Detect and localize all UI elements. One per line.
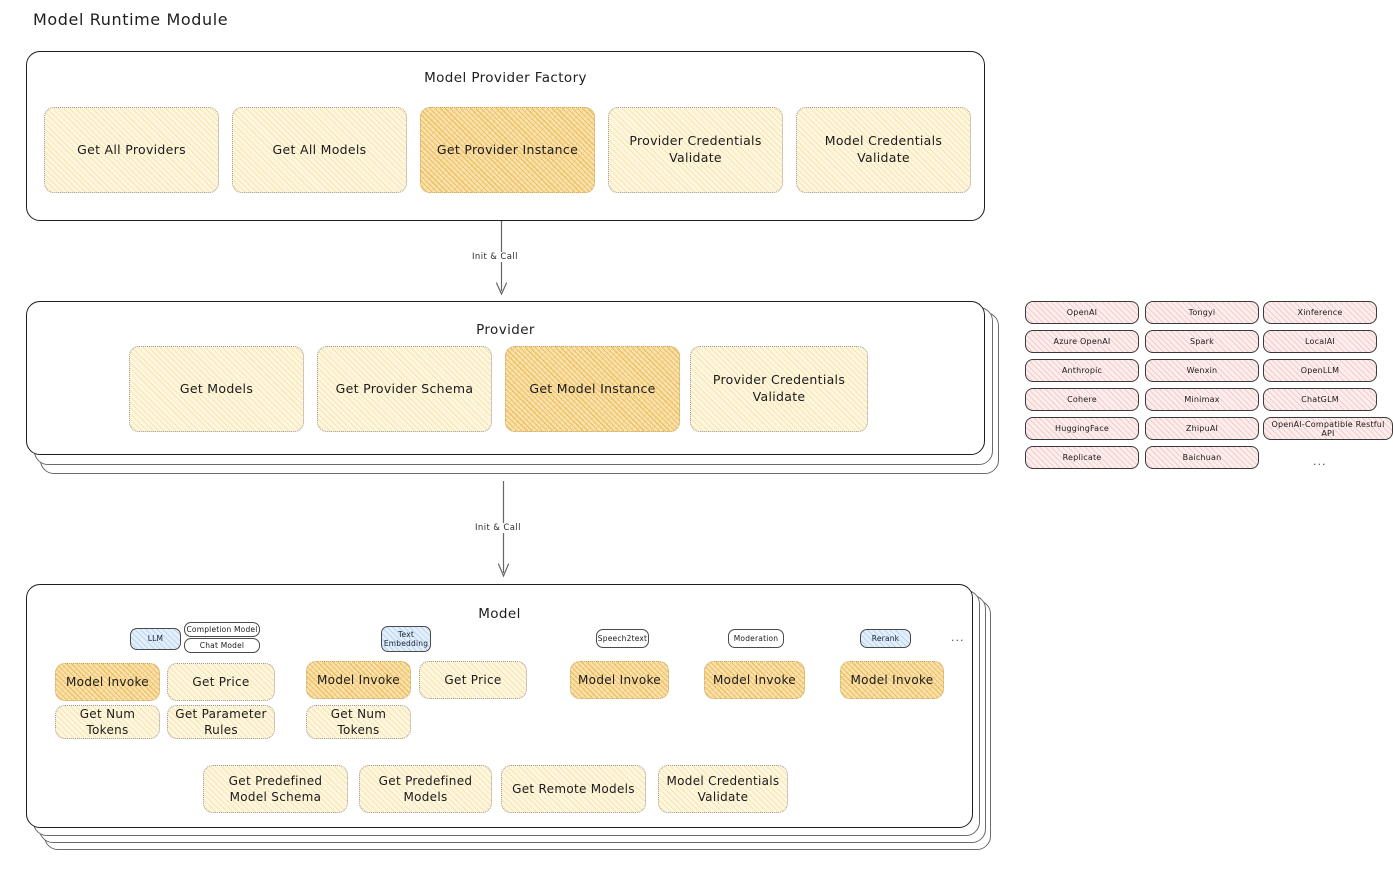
factory-card-provider-credentials-validate[interactable]: Provider Credentials Validate [608,107,783,193]
provider-chip-openllm[interactable]: OpenLLM [1263,359,1377,382]
model-text-embedding-card-get-price[interactable]: Get Price [419,661,527,699]
factory-card-get-all-models[interactable]: Get All Models [232,107,407,193]
model-llm-card-model-invoke[interactable]: Model Invoke [55,663,160,701]
provider-chip-wenxin[interactable]: Wenxin [1145,359,1259,382]
model-text-embedding-card-get-num-tokens[interactable]: Get Num Tokens [306,705,411,739]
model-type-chip-rerank[interactable]: Rerank [860,629,911,648]
provider-chip-openai-compatible-restful-api[interactable]: OpenAI-Compatible Restful API [1263,417,1393,440]
factory-card-get-all-providers[interactable]: Get All Providers [44,107,219,193]
provider-card-get-models[interactable]: Get Models [129,346,304,432]
model-title: Model [478,606,521,622]
model-shared-card-get-remote-models[interactable]: Get Remote Models [501,765,646,813]
model-shared-card-get-predefined-model-schema[interactable]: Get Predefined Model Schema [203,765,348,813]
provider-card-get-provider-schema[interactable]: Get Provider Schema [317,346,492,432]
model-subtype-chip-completion-model[interactable]: Completion Model [184,622,260,637]
provider-chip-tongyi[interactable]: Tongyi [1145,301,1259,324]
model-text-embedding-card-model-invoke[interactable]: Model Invoke [306,661,411,699]
model-container: Model [26,584,973,828]
model-shared-card-get-predefined-models[interactable]: Get Predefined Models [359,765,492,813]
arrow-factory-to-provider-label: Init & Call [469,252,521,262]
model-type-chip-llm[interactable]: LLM [130,628,181,650]
provider-chip-minimax[interactable]: Minimax [1145,388,1259,411]
arrow-provider-to-model-label: Init & Call [472,523,524,533]
model-llm-card-get-parameter-rules[interactable]: Get Parameter Rules [167,705,275,739]
provider-chip-xinference[interactable]: Xinference [1263,301,1377,324]
factory-card-get-provider-instance[interactable]: Get Provider Instance [420,107,595,193]
model-speech2text-card-model-invoke[interactable]: Model Invoke [570,661,669,699]
model-shared-card-model-credentials-validate[interactable]: Model Credentials Validate [658,765,788,813]
provider-chip-localai[interactable]: LocalAI [1263,330,1377,353]
provider-card-provider-credentials-validate[interactable]: Provider Credentials Validate [690,346,868,432]
provider-chip-huggingface[interactable]: HuggingFace [1025,417,1139,440]
provider-chip-anthropic[interactable]: Anthropic [1025,359,1139,382]
model-subtype-chip-chat-model[interactable]: Chat Model [184,638,260,653]
model-moderation-card-model-invoke[interactable]: Model Invoke [704,661,805,699]
provider-list-ellipsis: ... [1313,455,1327,468]
factory-card-model-credentials-validate[interactable]: Model Credentials Validate [796,107,971,193]
model-llm-card-get-price[interactable]: Get Price [167,663,275,701]
provider-chip-replicate[interactable]: Replicate [1025,446,1139,469]
provider-chip-cohere[interactable]: Cohere [1025,388,1139,411]
provider-chip-zhipuai[interactable]: ZhipuAI [1145,417,1259,440]
provider-chip-azure-openai[interactable]: Azure OpenAI [1025,330,1139,353]
model-type-chip-moderation[interactable]: Moderation [728,629,784,648]
model-rerank-card-model-invoke[interactable]: Model Invoke [840,661,944,699]
provider-chip-baichuan[interactable]: Baichuan [1145,446,1259,469]
provider-title: Provider [476,322,535,338]
model-provider-factory-title: Model Provider Factory [424,70,587,86]
provider-chip-chatglm[interactable]: ChatGLM [1263,388,1377,411]
model-type-chip-speech2text[interactable]: Speech2text [596,629,649,648]
provider-chip-openai[interactable]: OpenAI [1025,301,1139,324]
model-types-ellipsis: ... [951,631,965,644]
provider-card-get-model-instance[interactable]: Get Model Instance [505,346,680,432]
provider-chip-spark[interactable]: Spark [1145,330,1259,353]
page-title: Model Runtime Module [33,10,229,29]
model-llm-card-get-num-tokens[interactable]: Get Num Tokens [55,705,160,739]
